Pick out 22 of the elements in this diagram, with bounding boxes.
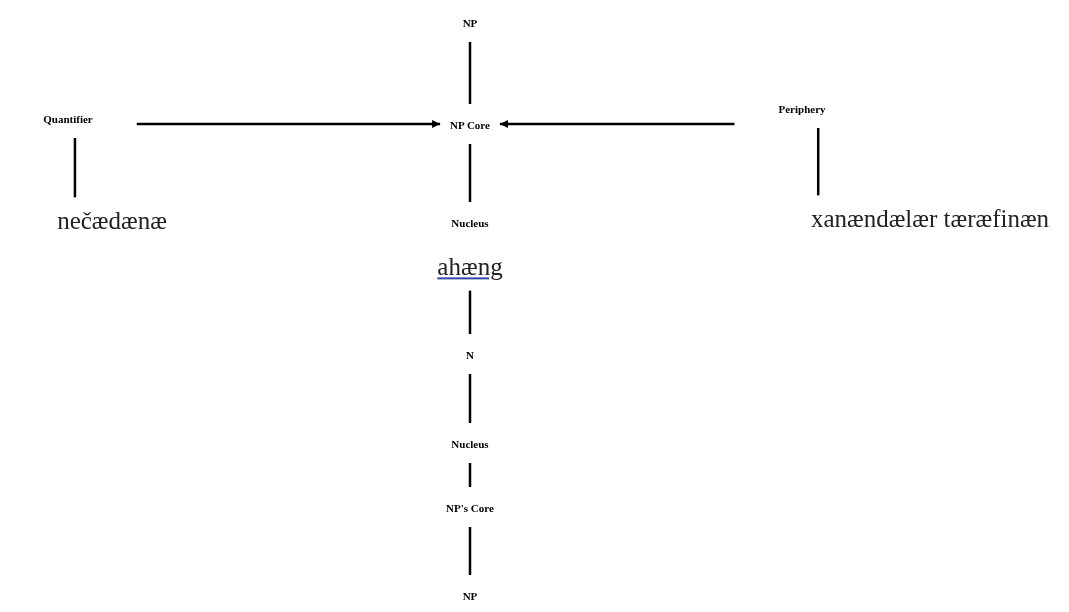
connector-line [468,144,472,202]
connector-line [468,527,472,575]
connector-line [468,42,472,104]
connector-line [468,290,472,334]
node-label: Periphery [778,103,826,115]
node-label: NP [462,590,478,602]
arrow [136,120,441,128]
connector-line [468,463,472,487]
node-label: NP's Core [446,502,494,514]
arrow [499,120,735,128]
word-label: nečædænæ [57,207,167,235]
node-label: NP Core [450,119,490,131]
node-label: Nucleus [451,217,489,229]
node-label: NP [462,17,478,29]
word-label: xanændælær tæræfinæn [810,205,1050,233]
connector-line [468,374,472,423]
node-label: N [466,349,474,361]
node-label: Nucleus [451,438,489,450]
node-label: Quantifier [43,113,93,125]
connector-line [816,128,820,196]
word-label: ahæng [437,253,503,281]
connector-line [73,138,77,198]
